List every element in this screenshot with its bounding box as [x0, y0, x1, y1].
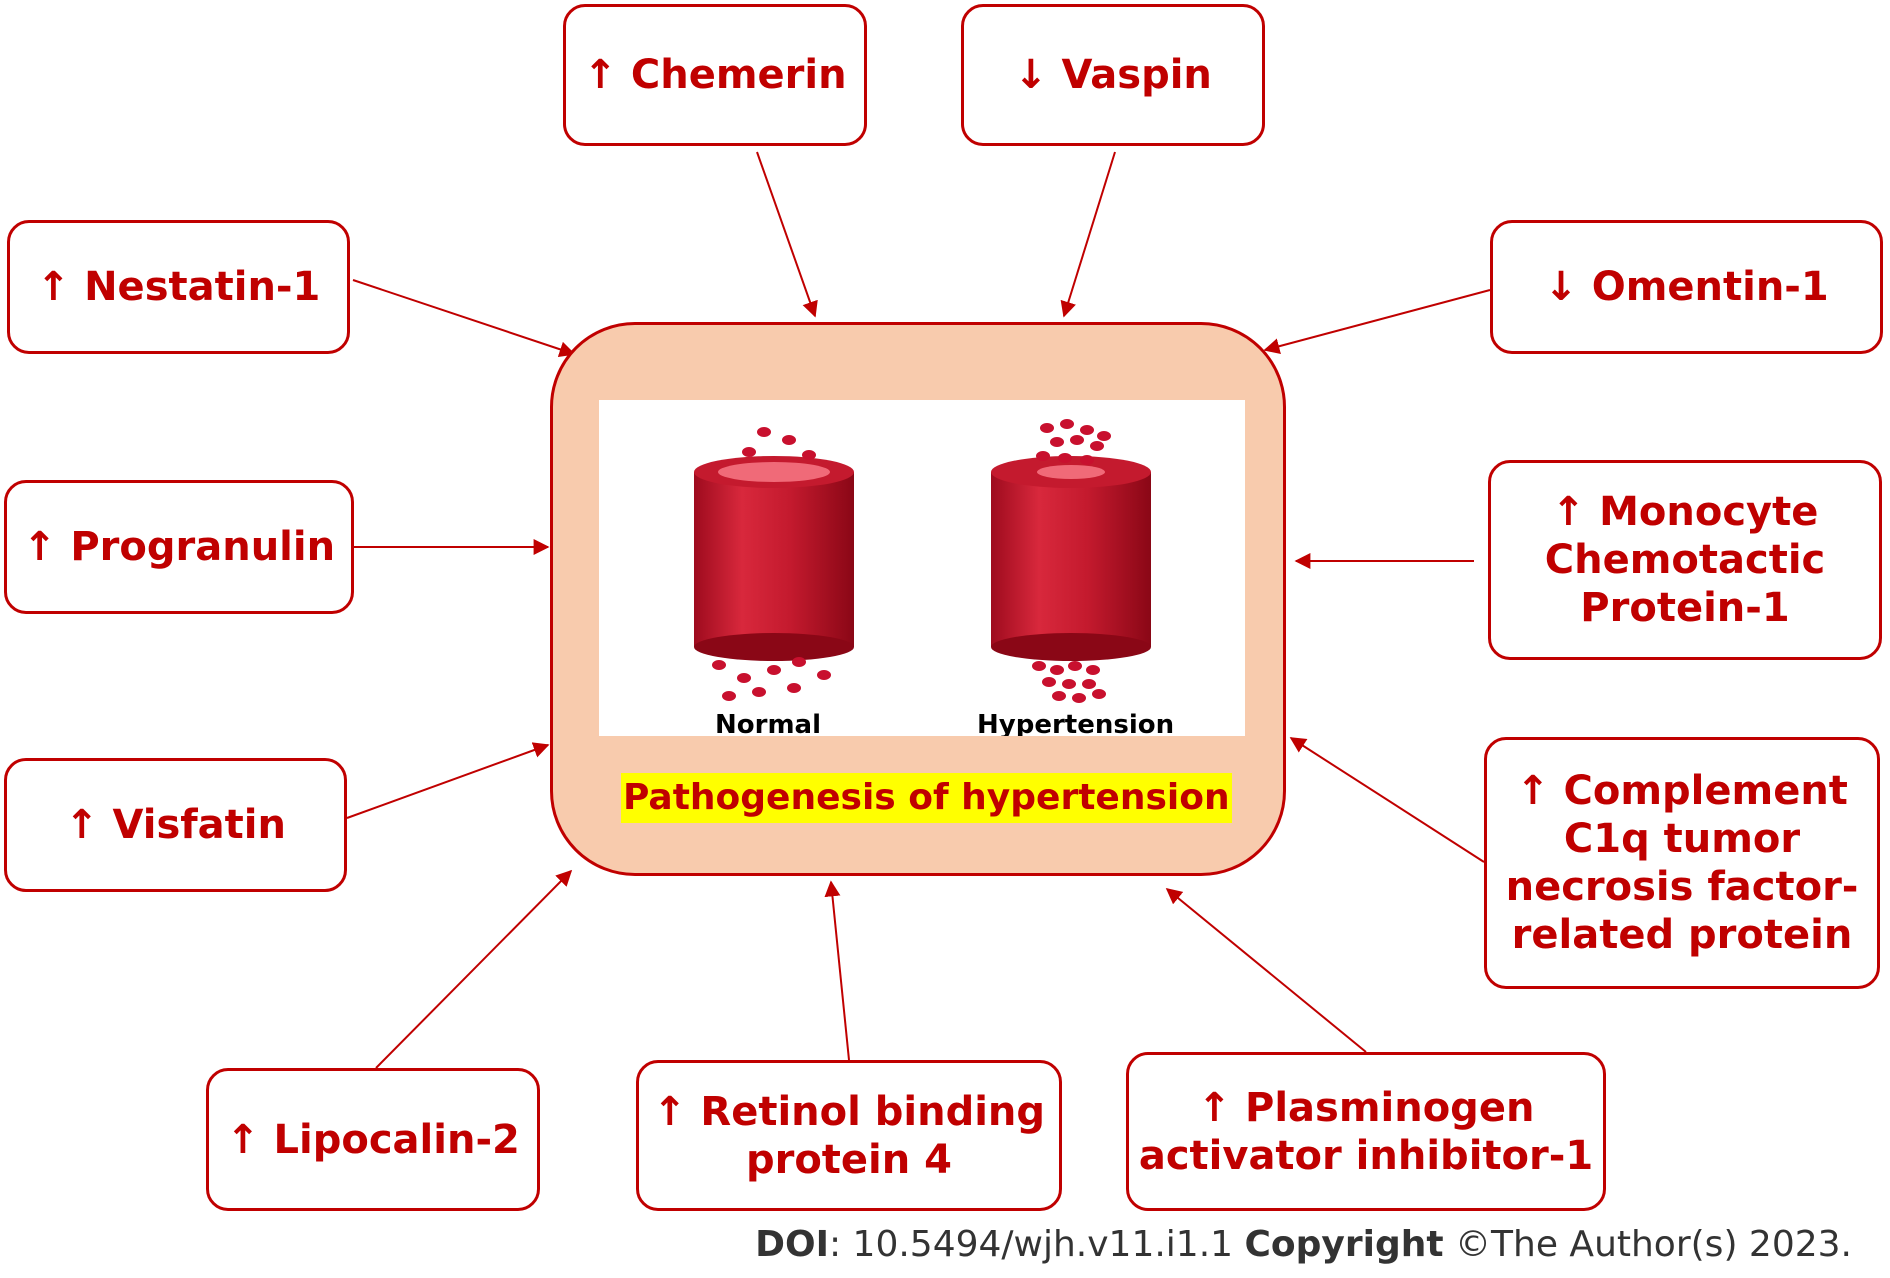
hypertension-blood-cells-icon [1032, 419, 1111, 703]
normal-label: Normal [715, 710, 821, 736]
normal-blood-cells-icon [712, 427, 831, 701]
marker-label-ctrp: ↑ Complement C1q tumor necrosis factor- … [1505, 768, 1859, 958]
marker-label-omentin: ↓ Omentin-1 [1544, 264, 1829, 310]
center-title: Pathogenesis of hypertension [621, 773, 1232, 823]
vessel-illustration-panel: Normal Hypertension [599, 400, 1245, 736]
marker-box-rbp4: ↑ Retinol binding protein 4 [636, 1060, 1062, 1211]
hypertension-center-box: Normal Hypertension Pathogenesis of hype… [550, 322, 1286, 876]
marker-label-mcp: ↑ Monocyte Chemotactic Protein-1 [1544, 489, 1826, 631]
doi-value: : 10.5494/wjh.v11.i1.1 [828, 1224, 1245, 1265]
marker-box-chemerin: ↑ Chemerin [563, 4, 867, 146]
marker-label-lipocalin: ↑ Lipocalin-2 [226, 1116, 520, 1163]
doi-label: DOI [755, 1224, 829, 1265]
marker-label-chemerin: ↑ Chemerin [583, 52, 847, 98]
marker-box-pai: ↑ Plasminogen activator inhibitor-1 [1126, 1052, 1606, 1211]
marker-label-pai: ↑ Plasminogen activator inhibitor-1 [1138, 1084, 1594, 1179]
marker-box-lipocalin: ↑ Lipocalin-2 [206, 1068, 540, 1211]
marker-box-visfatin: ↑ Visfatin [4, 758, 347, 892]
arrow-vaspin [1060, 151, 1116, 318]
hypertension-label: Hypertension [977, 710, 1175, 736]
vessel-illustration [694, 419, 1151, 703]
marker-box-vaspin: ↓ Vaspin [961, 4, 1265, 146]
arrow-pai [1165, 887, 1367, 1053]
arrow-chemerin [756, 151, 818, 318]
arrow-omentin [1263, 289, 1491, 355]
marker-box-omentin: ↓ Omentin-1 [1490, 220, 1883, 354]
arrow-rbp4 [824, 880, 850, 1061]
marker-label-vaspin: ↓ Vaspin [1014, 52, 1212, 98]
marker-label-nestatin: ↑ Nestatin-1 [36, 264, 321, 310]
arrow-visfatin [346, 742, 550, 819]
arrow-lipocalin [375, 869, 573, 1069]
arrow-nestatin [352, 279, 576, 358]
marker-box-nestatin: ↑ Nestatin-1 [7, 220, 350, 354]
arrow-ctrp [1289, 737, 1485, 863]
footer-citation: DOI: 10.5494/wjh.v11.i1.1 Copyright ©The… [755, 1224, 1852, 1265]
marker-box-mcp: ↑ Monocyte Chemotactic Protein-1 [1488, 460, 1882, 660]
normal-vessel-icon [694, 456, 854, 661]
marker-label-rbp4: ↑ Retinol binding protein 4 [652, 1088, 1046, 1183]
copyright-value: ©The Author(s) 2023. [1443, 1224, 1852, 1265]
marker-box-ctrp: ↑ Complement C1q tumor necrosis factor- … [1484, 737, 1880, 989]
marker-label-progranulin: ↑ Progranulin [22, 524, 336, 570]
hypertension-vessel-icon [991, 456, 1151, 661]
marker-box-progranulin: ↑ Progranulin [4, 480, 354, 614]
marker-label-visfatin: ↑ Visfatin [65, 802, 286, 848]
copyright-label: Copyright [1244, 1224, 1444, 1265]
